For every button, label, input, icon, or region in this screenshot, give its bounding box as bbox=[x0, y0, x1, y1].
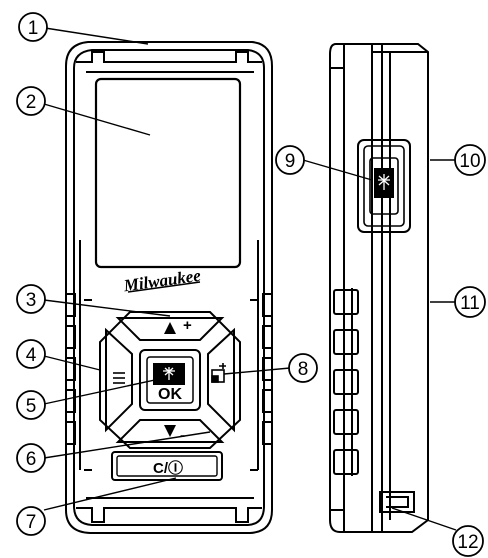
callout-9: 9 bbox=[275, 145, 305, 175]
side-view bbox=[329, 43, 429, 533]
reference-key[interactable] bbox=[207, 327, 235, 433]
menu-icon bbox=[113, 372, 125, 384]
side-measure-button-housing bbox=[357, 139, 411, 233]
svg-text:2: 2 bbox=[26, 92, 37, 113]
left-grip bbox=[65, 293, 76, 445]
bottom-bumper bbox=[76, 507, 262, 523]
callout-11: 11 bbox=[454, 286, 486, 318]
lanyard-attachment bbox=[379, 491, 415, 513]
front-view bbox=[65, 41, 273, 534]
ok-measure-key[interactable] bbox=[139, 349, 201, 411]
svg-text:-: - bbox=[180, 427, 185, 444]
front-outer-shell bbox=[65, 41, 273, 534]
svg-text:8: 8 bbox=[298, 359, 309, 380]
svg-text:7: 7 bbox=[26, 512, 37, 533]
svg-text:11: 11 bbox=[460, 293, 480, 314]
callout-3: 3 bbox=[16, 284, 46, 314]
callout-leaders bbox=[43, 27, 458, 531]
callout-4: 4 bbox=[16, 339, 46, 369]
minus-arrow-icon: - bbox=[164, 425, 185, 444]
callout-8: 8 bbox=[288, 353, 318, 383]
callout-7: 7 bbox=[16, 506, 46, 536]
svg-text:9: 9 bbox=[285, 151, 296, 172]
callout-1: 1 bbox=[18, 12, 48, 42]
minus-down-key[interactable] bbox=[115, 419, 225, 443]
keypad-frame bbox=[99, 311, 241, 449]
side-body bbox=[329, 43, 429, 533]
clear-power-label: C/Ⓘ bbox=[153, 459, 183, 477]
side-grip bbox=[333, 288, 359, 476]
svg-text:10: 10 bbox=[459, 151, 480, 172]
callout-10: 10 bbox=[454, 144, 486, 176]
menu-key[interactable] bbox=[105, 327, 133, 433]
svg-text:6: 6 bbox=[26, 449, 37, 470]
display-screen bbox=[94, 77, 242, 269]
svg-text:1: 1 bbox=[28, 18, 39, 39]
plus-up-key[interactable] bbox=[115, 317, 225, 341]
svg-text:+: + bbox=[183, 317, 192, 334]
callout-6: 6 bbox=[16, 443, 46, 473]
callout-12: 12 bbox=[452, 525, 484, 557]
front-inner-shell bbox=[73, 49, 265, 526]
svg-text:5: 5 bbox=[26, 396, 37, 417]
right-grip bbox=[262, 293, 273, 445]
callout-5: 5 bbox=[16, 390, 46, 420]
side-measure-button[interactable] bbox=[369, 157, 399, 215]
plus-arrow-icon: + bbox=[164, 317, 192, 334]
ok-label: OK bbox=[158, 386, 182, 403]
keypad bbox=[99, 311, 241, 449]
top-bumper bbox=[76, 51, 262, 63]
svg-text:12: 12 bbox=[457, 532, 478, 553]
reference-point-icon bbox=[211, 363, 226, 383]
svg-text:4: 4 bbox=[26, 345, 37, 366]
callout-2: 2 bbox=[16, 86, 46, 116]
svg-text:3: 3 bbox=[26, 290, 37, 311]
callout-markers: 1 2 3 4 5 6 7 8 bbox=[16, 12, 486, 557]
